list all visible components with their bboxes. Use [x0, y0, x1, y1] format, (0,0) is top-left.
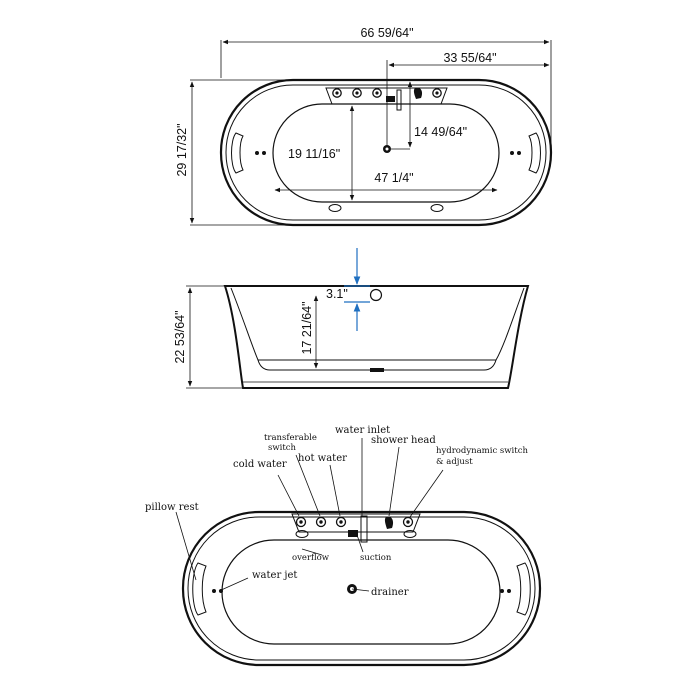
control-deck-bottom	[291, 513, 421, 533]
control-knobs-top	[332, 87, 442, 111]
label-hot-water: hot water	[298, 453, 347, 464]
dim-drain-offset: 14 49/64"	[414, 125, 467, 139]
tub-side-inner	[230, 287, 525, 361]
label-shower-head: shower head	[371, 435, 436, 446]
control-deck	[325, 87, 448, 105]
dim-overflow-height: 3.1"	[326, 287, 348, 301]
water-jets-top	[255, 151, 521, 212]
dim-overall-height: 22 53/64"	[173, 310, 187, 363]
water-jets-bottom	[212, 530, 511, 593]
label-cold-water: cold water	[233, 459, 287, 470]
drain-side	[370, 368, 384, 372]
pillow-rest-left-bottom	[192, 562, 207, 616]
label-suction: suction	[360, 553, 392, 563]
label-transferable-switch: transferable switch	[264, 433, 320, 453]
tub-outline-outer-bottom	[181, 510, 542, 667]
label-water-inlet: water inlet	[335, 425, 390, 436]
dim-inner-width: 19 11/16"	[288, 147, 340, 161]
dim-drain-to-end: 33 55/64"	[443, 51, 496, 65]
label-drainer: drainer	[371, 587, 409, 598]
label-hydrodynamic-switch: hydrodynamic switch & adjust	[436, 446, 531, 467]
control-knobs-bottom	[295, 515, 414, 543]
tub-outline-outer	[219, 78, 553, 227]
dim-inner-depth: 17 21/64"	[300, 301, 314, 354]
side-view: 3.1" 22 53/64" 17 21/64"	[173, 248, 530, 389]
dim-overall-length: 66 59/64"	[360, 26, 413, 40]
tub-outline-inner-rim	[225, 84, 547, 221]
label-pillow-rest: pillow rest	[145, 502, 199, 513]
tub-side-outer	[223, 285, 530, 389]
leader-lines	[175, 438, 444, 592]
label-water-jet: water jet	[252, 570, 297, 581]
overflow-side	[369, 288, 383, 302]
component-view: transferable switch cold water hot water…	[145, 425, 542, 667]
dim-overall-width: 29 17/32"	[175, 123, 189, 176]
pillow-rest-left	[231, 132, 244, 174]
pillow-rest-right-bottom	[516, 562, 531, 616]
label-overflow: overflow	[292, 553, 330, 563]
top-view: 66 59/64" 33 55/64" 29 17/32" 14 49/64" …	[175, 26, 553, 227]
dim-inner-length: 47 1/4"	[374, 171, 413, 185]
pillow-rest-right	[528, 132, 541, 174]
